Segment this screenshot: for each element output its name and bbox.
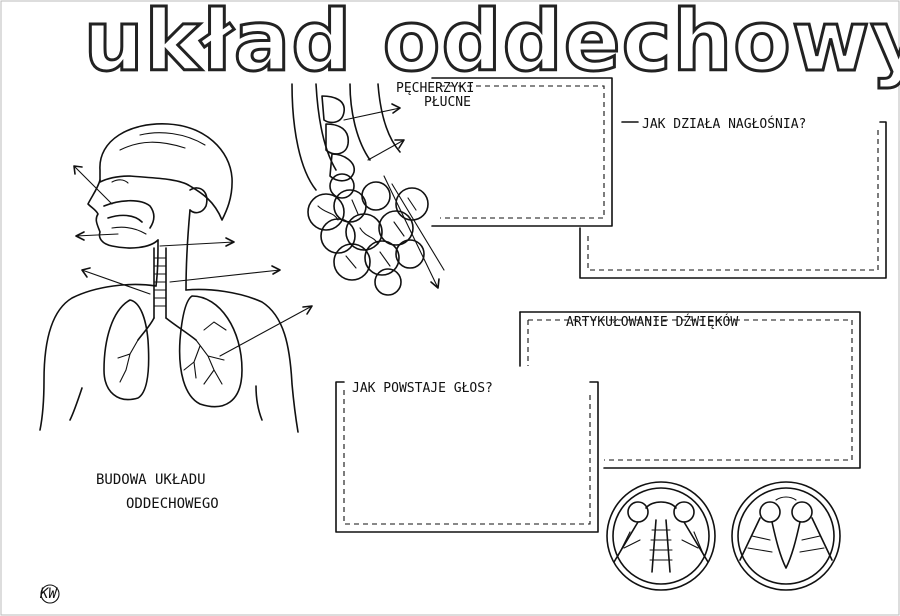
vocal-folds-closed-diagram [606,481,716,591]
articulation-answer-box: ARTYKUŁOWANIE DŹWIĘKÓW [519,311,861,469]
epiglottis-question: JAK DZIAŁA NAGŁOŚNIA? [642,116,806,132]
voice-question: JAK POWSTAJE GŁOS? [352,381,493,396]
vocal-folds-open-diagram [731,481,841,591]
alveoli-label-line1: PĘCHERZYKI [396,81,474,96]
figure-caption-line1: BUDOWA UKŁADU [96,472,206,488]
articulation-label: ARTYKUŁOWANIE DŹWIĘKÓW [566,314,738,330]
human-respiratory-figure [39,123,299,433]
page-title: układ oddechowy [84,0,900,90]
alveoli-label-line2: PŁUCNE [424,95,471,110]
epiglottis-answer-box: JAK DZIAŁA NAGŁOŚNIA? [579,116,887,279]
voice-answer-box: JAK POWSTAJE GŁOS? [335,381,599,533]
alveoli-illustration [291,83,445,296]
figure-arrows [73,165,313,357]
author-signature: KW [39,586,58,602]
alveoli-answer-box: PĘCHERZYKI PŁUCNE [396,77,613,227]
figure-caption-line2: ODDECHOWEGO [126,496,219,512]
